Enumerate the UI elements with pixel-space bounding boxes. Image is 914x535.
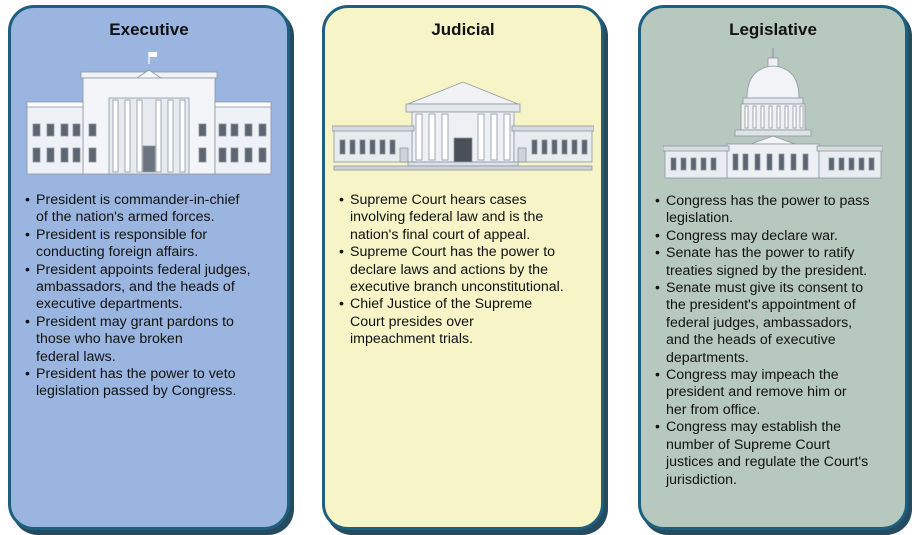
list-item: Congress has the power to pass legislati… [655, 193, 899, 228]
executive-panel: Executive [8, 5, 290, 530]
list-item: President is responsible for conducting … [25, 227, 281, 262]
executive-title: Executive [109, 20, 189, 39]
list-item: President is commander-in-chief of the n… [25, 192, 281, 227]
legislative-panel: Legislative [638, 5, 908, 530]
list-item: Senate has the power to ratify treaties … [655, 245, 899, 280]
list-item: President has the power to veto legislat… [25, 366, 281, 401]
capitol-building-icon [663, 48, 883, 179]
supreme-court-icon [332, 81, 594, 171]
legislative-powers-list: Congress has the power to pass legislati… [655, 193, 899, 489]
executive-powers-list: President is commander-in-chief of the n… [25, 192, 281, 401]
judicial-title: Judicial [431, 20, 495, 39]
judicial-powers-list: Supreme Court hears cases involving fede… [339, 192, 595, 349]
list-item: President may grant pardons to those who… [25, 314, 281, 366]
list-item: Senate must give its consent to the pres… [655, 280, 899, 367]
judicial-panel: Judicial [322, 5, 604, 530]
list-item: Supreme Court has the power to declare l… [339, 244, 595, 296]
list-item: Congress may declare war. [655, 228, 899, 246]
list-item: Congress may impeach the president and r… [655, 367, 899, 419]
list-item: President appoints federal judges, ambas… [25, 262, 281, 314]
list-item: Supreme Court hears cases involving fede… [339, 192, 595, 244]
white-house-icon [26, 52, 272, 175]
list-item: Congress may establish the number of Sup… [655, 419, 899, 489]
legislative-title: Legislative [729, 20, 817, 39]
list-item: Chief Justice of the Supreme Court presi… [339, 296, 595, 348]
